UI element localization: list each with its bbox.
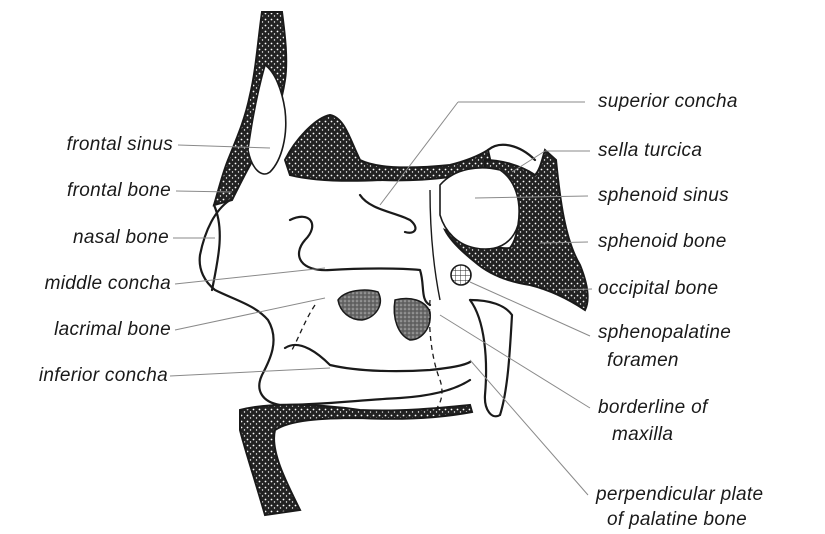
leader-perpendicular-plate	[470, 360, 588, 495]
label-sella-turcica: sella turcica	[598, 140, 702, 162]
lacrimal-shaded-left	[338, 290, 380, 320]
label-superior-concha: superior concha	[598, 91, 738, 113]
label-borderline-maxilla-2: maxilla	[612, 424, 673, 446]
sella-notch	[488, 145, 535, 160]
superior-concha-shape	[360, 195, 415, 233]
label-sphenopalatine-2: foramen	[607, 350, 679, 372]
label-occipital-bone: occipital bone	[598, 278, 718, 300]
label-lacrimal-bone: lacrimal bone	[54, 319, 171, 341]
perpendicular-plate-shape	[470, 300, 512, 416]
inferior-dash	[292, 305, 315, 350]
label-sphenoid-bone: sphenoid bone	[598, 231, 727, 253]
label-sphenopalatine-1: sphenopalatine	[598, 322, 731, 344]
sphenopalatine-foramen-circle	[451, 265, 471, 285]
inferior-concha-shape	[285, 345, 470, 371]
label-perpendicular-plate-2: of palatine bone	[607, 509, 747, 531]
label-middle-concha: middle concha	[45, 273, 171, 295]
borderline-maxilla-dash	[429, 300, 441, 415]
label-frontal-sinus: frontal sinus	[67, 134, 173, 156]
label-perpendicular-plate-1: perpendicular plate	[596, 484, 763, 506]
leader-inferior-concha	[170, 368, 330, 376]
label-borderline-maxilla-1: borderline of	[598, 397, 708, 419]
leader-middle-concha	[175, 268, 325, 284]
leader-lacrimal-bone	[175, 298, 325, 330]
lacrimal-shaded-right	[394, 299, 430, 341]
vertical-septum-line	[430, 190, 440, 300]
label-sphenoid-sinus: sphenoid sinus	[598, 185, 729, 207]
palate-floor	[240, 405, 472, 515]
label-nasal-bone: nasal bone	[73, 227, 169, 249]
label-inferior-concha: inferior concha	[39, 365, 168, 387]
leader-borderline-maxilla	[440, 315, 590, 408]
label-frontal-bone: frontal bone	[67, 180, 171, 202]
